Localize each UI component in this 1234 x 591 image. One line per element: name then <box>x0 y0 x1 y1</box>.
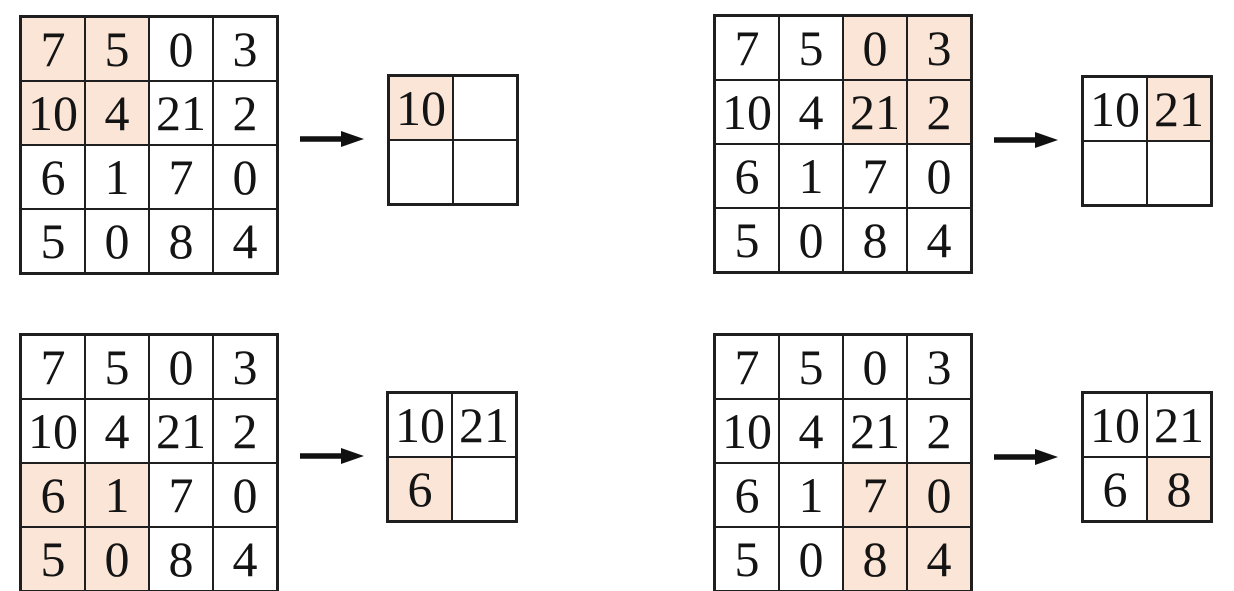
input-cell-r3c0: 5 <box>716 528 778 590</box>
output-cell-r1c0: 6 <box>1084 458 1146 520</box>
input-cell-r0c1: 5 <box>780 17 842 79</box>
input-cell-r2c2: 7 <box>150 146 212 208</box>
input-cell-r0c2: 0 <box>844 336 906 398</box>
input-cell-r0c3: 3 <box>214 18 276 80</box>
input-cell-r1c3: 2 <box>214 82 276 144</box>
input-cell-r1c2: 21 <box>150 82 212 144</box>
input-cell-r0c0: 7 <box>716 17 778 79</box>
input-cell-r1c1: 4 <box>780 81 842 143</box>
input-cell-r3c1: 0 <box>780 528 842 590</box>
input-cell-r3c2: 8 <box>844 209 906 271</box>
input-cell-r1c1: 4 <box>86 400 148 462</box>
right-arrow-icon <box>993 447 1059 467</box>
input-cell-r3c0: 5 <box>22 528 84 590</box>
input-cell-r2c2: 7 <box>844 145 906 207</box>
input-cell-r2c1: 1 <box>86 146 148 208</box>
output-cell-r0c1: 21 <box>1148 78 1210 140</box>
input-cell-r1c1: 4 <box>780 400 842 462</box>
input-cell-r0c0: 7 <box>716 336 778 398</box>
input-cell-r1c3: 2 <box>908 81 970 143</box>
output-cell-r0c0: 10 <box>1084 78 1146 140</box>
output-cell-r0c0: 10 <box>389 394 451 456</box>
input-cell-r3c2: 8 <box>150 210 212 272</box>
input-cell-r2c3: 0 <box>214 464 276 526</box>
input-cell-r2c3: 0 <box>908 145 970 207</box>
input-cell-r3c0: 5 <box>716 209 778 271</box>
output-cell-r1c1: 8 <box>1148 458 1210 520</box>
output-cell-r0c1 <box>454 77 516 139</box>
input-cell-r2c2: 7 <box>150 464 212 526</box>
input-cell-r1c0: 10 <box>716 400 778 462</box>
input-cell-r0c2: 0 <box>150 18 212 80</box>
right-arrow-icon <box>299 129 365 149</box>
output-cell-r1c1 <box>453 458 515 520</box>
output-cell-r1c1 <box>454 141 516 203</box>
input-cell-r2c1: 1 <box>780 145 842 207</box>
input-cell-r3c3: 4 <box>214 210 276 272</box>
input-cell-r1c0: 10 <box>716 81 778 143</box>
input-cell-r1c3: 2 <box>908 400 970 462</box>
input-cell-r2c0: 6 <box>716 145 778 207</box>
output-cell-r1c0 <box>390 141 452 203</box>
right-arrow-icon <box>299 446 365 466</box>
input-cell-r1c0: 10 <box>22 400 84 462</box>
output-cell-r0c1: 21 <box>1148 394 1210 456</box>
input-cell-r0c2: 0 <box>844 17 906 79</box>
input-cell-r3c1: 0 <box>780 209 842 271</box>
input-cell-r3c1: 0 <box>86 210 148 272</box>
input-cell-r1c2: 21 <box>150 400 212 462</box>
input-cell-r0c0: 7 <box>22 18 84 80</box>
input-cell-r2c0: 6 <box>22 464 84 526</box>
input-cell-r2c2: 7 <box>844 464 906 526</box>
input-cell-r1c2: 21 <box>844 81 906 143</box>
output-cell-r1c1 <box>1148 142 1210 204</box>
output-cell-r1c0 <box>1084 142 1146 204</box>
input-cell-r1c2: 21 <box>844 400 906 462</box>
input-cell-r2c3: 0 <box>908 464 970 526</box>
input-cell-r2c1: 1 <box>780 464 842 526</box>
input-cell-r0c2: 0 <box>150 336 212 398</box>
input-cell-r3c3: 4 <box>908 528 970 590</box>
input-cell-r3c2: 8 <box>150 528 212 590</box>
right-arrow-icon <box>993 130 1059 150</box>
output-cell-r0c1: 21 <box>453 394 515 456</box>
input-cell-r2c3: 0 <box>214 146 276 208</box>
input-cell-r0c1: 5 <box>780 336 842 398</box>
input-cell-r2c0: 6 <box>716 464 778 526</box>
input-cell-r0c3: 3 <box>214 336 276 398</box>
input-cell-r3c2: 8 <box>844 528 906 590</box>
input-cell-r0c1: 5 <box>86 18 148 80</box>
output-cell-r0c0: 10 <box>390 77 452 139</box>
input-cell-r0c3: 3 <box>908 17 970 79</box>
input-cell-r0c3: 3 <box>908 336 970 398</box>
output-cell-r1c0: 6 <box>389 458 451 520</box>
input-cell-r0c1: 5 <box>86 336 148 398</box>
input-cell-r3c1: 0 <box>86 528 148 590</box>
output-matrix: 10 <box>387 74 519 206</box>
input-cell-r3c0: 5 <box>22 210 84 272</box>
input-cell-r1c1: 4 <box>86 82 148 144</box>
input-cell-r1c3: 2 <box>214 400 276 462</box>
input-cell-r2c0: 6 <box>22 146 84 208</box>
input-cell-r0c0: 7 <box>22 336 84 398</box>
output-cell-r0c0: 10 <box>1084 394 1146 456</box>
input-cell-r2c1: 1 <box>86 464 148 526</box>
input-cell-r1c0: 10 <box>22 82 84 144</box>
input-cell-r3c3: 4 <box>214 528 276 590</box>
input-cell-r3c3: 4 <box>908 209 970 271</box>
